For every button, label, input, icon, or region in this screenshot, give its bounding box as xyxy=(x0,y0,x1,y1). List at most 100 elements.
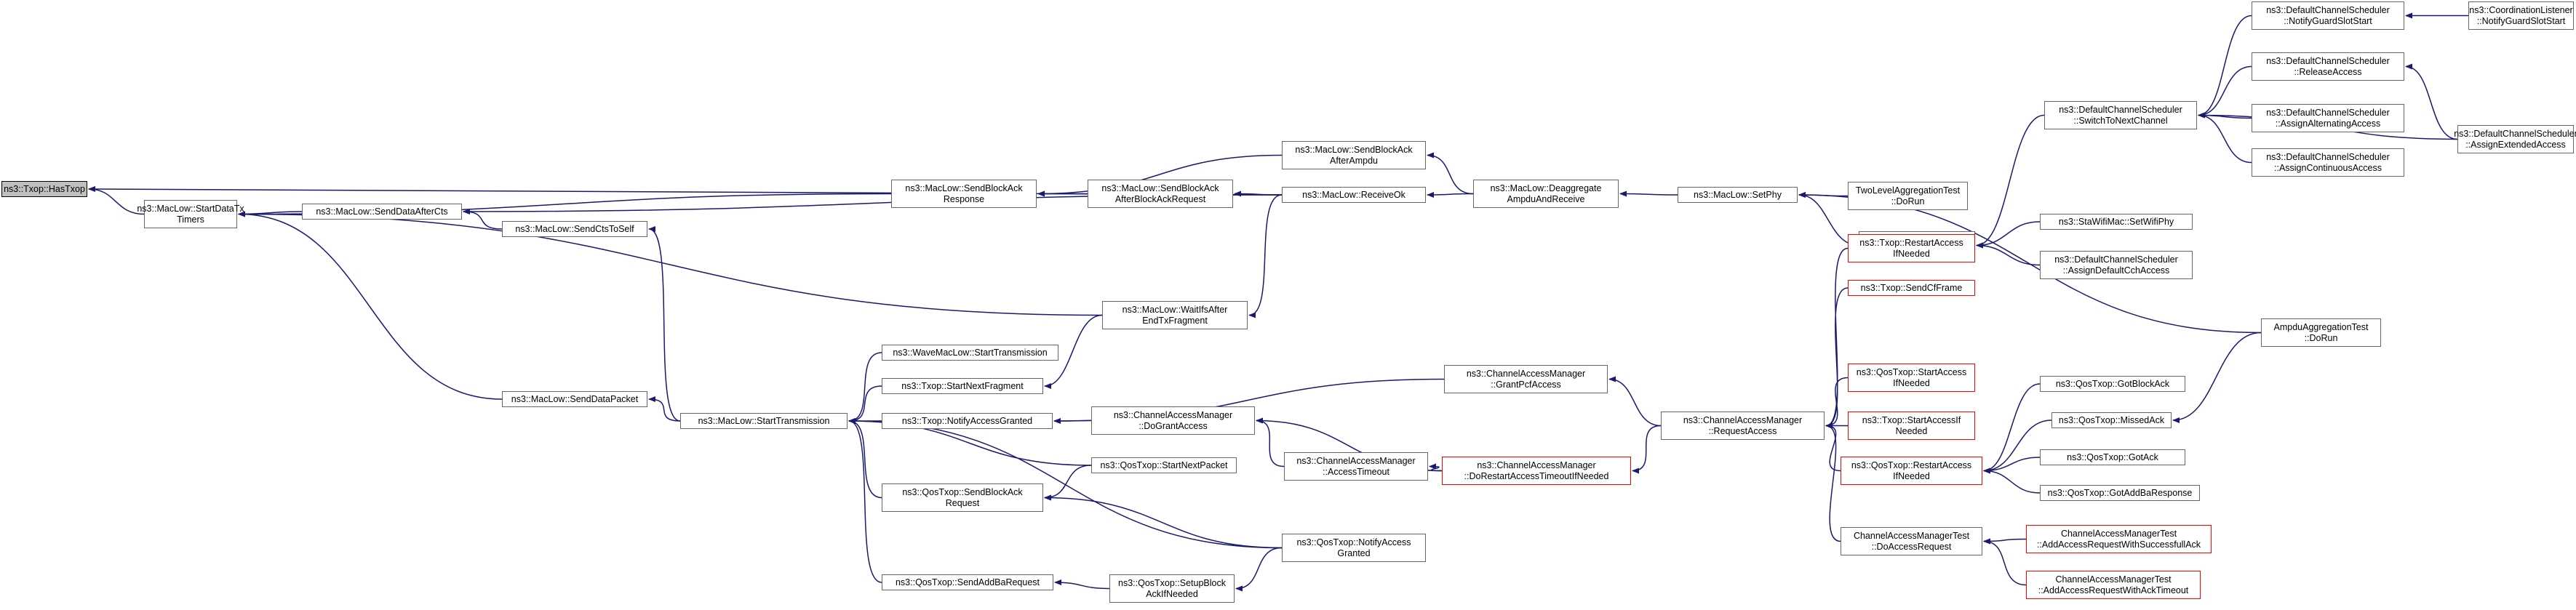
node-qosstartnextpacket[interactable]: ns3::QosTxop::StartNextPacket xyxy=(1091,457,1237,473)
node-qosgotblockack[interactable]: ns3::QosTxop::GotBlockAck xyxy=(2040,376,2185,392)
node-assigncontinuousaccess[interactable]: ns3::DefaultChannelScheduler::AssignCont… xyxy=(2252,148,2404,177)
node-assignalternatingaccess[interactable]: ns3::DefaultChannelScheduler::AssignAlte… xyxy=(2252,104,2404,132)
node-qosgotaddbaresponse[interactable]: ns3::QosTxop::GotAddBaResponse xyxy=(2040,485,2200,501)
edge-requestaccess-to-dorestartaccesstimeoutifneeded xyxy=(1632,425,1662,474)
node-grantpcfaccess[interactable]: ns3::ChannelAccessManager::GrantPcfAcces… xyxy=(1444,365,1608,393)
node-label-line: ns3::QosTxop::RestartAccess xyxy=(1851,459,1972,470)
edge-releaseaccess-to-switchtonextchannel xyxy=(2198,65,2252,119)
node-ampduaggregationtest[interactable]: AmpduAggregationTest::DoRun xyxy=(2261,318,2381,347)
node-twolevelaggregationtest[interactable]: TwoLevelAggregationTest::DoRun xyxy=(1848,182,1968,210)
node-label-line: ::DoRun xyxy=(1891,196,1925,206)
node-label-line: Needed xyxy=(1895,425,1928,436)
node-label-line: Request xyxy=(945,497,980,508)
node-accesstimeout[interactable]: ns3::ChannelAccessManager::AccessTimeout xyxy=(1284,452,1428,481)
edge-qosstartnextpacket-to-qossendblockackrequest xyxy=(1044,465,1092,501)
node-sendctstoself[interactable]: ns3::MacLow::SendCtsToSelf xyxy=(502,221,647,237)
node-stawifimacsetwifiphy[interactable]: ns3::StaWifiMac::SetWifiPhy xyxy=(2040,214,2193,230)
edge-doaccessrequest-to-requestaccess xyxy=(1825,422,1841,542)
node-receiveok[interactable]: ns3::MacLow::ReceiveOk xyxy=(1282,187,1426,203)
node-requestaccess[interactable]: ns3::ChannelAccessManager::RequestAccess xyxy=(1661,412,1825,440)
node-dograntaccess[interactable]: ns3::ChannelAccessManager::DoGrantAccess xyxy=(1091,406,1255,435)
node-label-line: ns3::Txop::SendCfFrame xyxy=(1860,282,1963,293)
node-txopsendcfframe[interactable]: ns3::Txop::SendCfFrame xyxy=(1848,280,1975,296)
node-label-line: IfNeeded xyxy=(1893,248,1930,259)
node-txopstartnextfragment[interactable]: ns3::Txop::StartNextFragment xyxy=(882,378,1043,394)
node-wavestarttransmission[interactable]: ns3::WaveMacLow::StartTransmission xyxy=(882,345,1058,361)
node-label-line: ns3::Txop::HasTxop xyxy=(4,183,85,194)
node-dorestartaccesstimeoutifneeded[interactable]: ns3::ChannelAccessManager::DoRestartAcce… xyxy=(1442,457,1631,485)
node-label-line: AfterAmpdu xyxy=(1329,155,1378,166)
edge-addaccessrequestwithsuccessfullack-to-doaccessrequest xyxy=(1983,538,2027,545)
edge-accesstimeout-to-dograntaccess xyxy=(1256,417,1285,467)
node-label-line: ns3::MacLow::ReceiveOk xyxy=(1302,189,1405,200)
node-label-line: ::AssignContinuousAccess xyxy=(2274,162,2382,173)
node-label-line: AfterBlockAckRequest xyxy=(1114,193,1206,204)
node-label-line: ::ReleaseAccess xyxy=(2294,66,2362,77)
node-qosgotack[interactable]: ns3::QosTxop::GotAck xyxy=(2040,449,2185,465)
edge-switchtonextchannel-to-regularwifimacsetwifiphy xyxy=(1976,114,2045,249)
node-label-line: Granted xyxy=(1337,547,1371,558)
node-assigndefaultcchaccess[interactable]: ns3::DefaultChannelScheduler::AssignDefa… xyxy=(2040,251,2193,279)
edge-qosgotack-to-qosrestartaccessifneeded xyxy=(1983,457,2041,474)
node-label-line: Timers xyxy=(177,214,204,225)
node-label-line: ns3::CoordinationListener xyxy=(2469,4,2573,15)
node-label-line: ns3::QosTxop::MissedAck xyxy=(2058,414,2165,425)
edge-deaggregateampduandreceive-to-receiveok xyxy=(1427,191,1474,198)
node-notifyguardslotstart[interactable]: ns3::DefaultChannelScheduler::NotifyGuar… xyxy=(2252,1,2404,30)
node-label-line: ns3::MacLow::Deaggregate xyxy=(1490,182,1602,193)
node-label-line: ::AddAccessRequestWithSuccessfullAck xyxy=(2036,539,2201,550)
node-qossendaddbarequest[interactable]: ns3::QosTxop::SendAddBaRequest xyxy=(882,574,1053,590)
node-label-line: ns3::Txop::NotifyAccessGranted xyxy=(901,415,1033,426)
node-coordinationlistener[interactable]: ns3::CoordinationListener::NotifyGuardSl… xyxy=(2468,1,2574,30)
edge-txopstartnextfragment-to-starttransmission xyxy=(848,385,882,424)
node-label-line: ns3::MacLow::SetPhy xyxy=(1694,189,1782,200)
node-label-line: ns3::DefaultChannelScheduler xyxy=(2266,151,2390,162)
node-label-line: ns3::DefaultChannelScheduler xyxy=(2266,4,2390,15)
node-assignextendedaccess[interactable]: ns3::DefaultChannelScheduler::AssignExte… xyxy=(2454,125,2576,153)
node-label-line: ::AssignAlternatingAccess xyxy=(2275,118,2381,129)
node-setphy[interactable]: ns3::MacLow::SetPhy xyxy=(1678,187,1798,203)
edge-txoprestartaccessifneeded-to-requestaccess xyxy=(1825,247,1849,429)
edge-qosnotifyaccessgranted-to-qossendblockackrequest xyxy=(1044,494,1283,549)
node-doaccessrequest[interactable]: ChannelAccessManagerTest::DoAccessReques… xyxy=(1841,527,1982,555)
node-releaseaccess[interactable]: ns3::DefaultChannelScheduler::ReleaseAcc… xyxy=(2252,52,2404,81)
edge-sendblockackafterampdu-to-sendblockackresponse xyxy=(1037,154,1283,197)
node-label-line: ns3::ChannelAccessManager xyxy=(1466,368,1586,379)
node-label-line: ns3::DefaultChannelScheduler xyxy=(2266,107,2390,118)
node-addaccessrequestwithsuccessfullack[interactable]: ChannelAccessManagerTest::AddAccessReque… xyxy=(2026,525,2212,553)
edge-starttransmission-to-senddatapacket xyxy=(648,396,681,422)
node-qosmissedack[interactable]: ns3::QosTxop::MissedAck xyxy=(2051,412,2172,428)
node-label-line: AmpduAndReceive xyxy=(1507,193,1585,204)
node-label-line: ns3::DefaultChannelScheduler xyxy=(2054,254,2178,265)
node-switchtonextchannel[interactable]: ns3::DefaultChannelScheduler::SwitchToNe… xyxy=(2044,101,2197,129)
node-label-line: ns3::ChannelAccessManager xyxy=(1113,409,1233,420)
edge-setphy-to-deaggregateampduandreceive xyxy=(1619,190,1678,197)
edge-deaggregateampduandreceive-to-sendblockackafterampdu xyxy=(1427,152,1474,195)
node-label-line: ns3::MacLow::StartDataTx xyxy=(137,203,244,214)
node-starttransmission[interactable]: ns3::MacLow::StartTransmission xyxy=(680,413,848,429)
node-label-line: ns3::Txop::StartAccessIf xyxy=(1862,414,1961,425)
node-label-line: TwoLevelAggregationTest xyxy=(1855,185,1961,196)
node-senddatapacket[interactable]: ns3::MacLow::SendDataPacket xyxy=(502,391,647,407)
node-txopnotifyaccessgranted[interactable]: ns3::Txop::NotifyAccessGranted xyxy=(882,413,1053,429)
edge-qosgotaddbaresponse-to-qosrestartaccessifneeded xyxy=(1983,467,2041,494)
node-senddataaftercts[interactable]: ns3::MacLow::SendDataAfterCts xyxy=(302,204,462,220)
node-label-line: ns3::QosTxop::SendAddBaRequest xyxy=(895,577,1040,587)
edge-assigncontinuousaccess-to-switchtonextchannel xyxy=(2198,112,2252,164)
node-label-line: ns3::MacLow::SendDataAfterCts xyxy=(316,206,448,217)
node-addaccessrequestwithacktimeout[interactable]: ChannelAccessManagerTest::AddAccessReque… xyxy=(2026,571,2201,599)
